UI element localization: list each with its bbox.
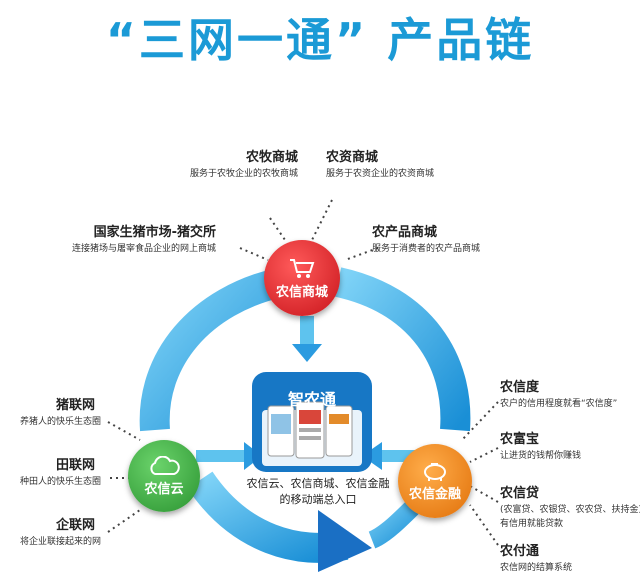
- center-title: 智农通: [287, 390, 336, 409]
- shop-item-title: 农产品商城: [372, 225, 438, 240]
- cloud-item-desc: 养猪人的快乐生态圈: [20, 417, 102, 427]
- finance-item: 农信度 农户的信用程度就看“农信度”: [500, 380, 617, 410]
- center-caption-line1: 农信云、农信商城、农信金融: [246, 477, 390, 490]
- cloud-item-title: 猪联网: [56, 398, 96, 413]
- shop-item-desc: 服务于消费者的农产品商城: [372, 244, 481, 254]
- shop-item-title: 农牧商城: [246, 150, 299, 165]
- cycle-arrow-left: [139, 267, 286, 432]
- shop-item-desc: 连接猪场与屠宰食品企业的网上商城: [72, 244, 217, 254]
- shop-item: 农产品商城 服务于消费者的农产品商城: [372, 225, 480, 255]
- finance-hub-label: 农信金融: [408, 486, 461, 502]
- cloud-item: 企联网 将企业联接起来的网: [20, 518, 101, 548]
- arrow-shop-to-center: [292, 316, 322, 362]
- center-caption-line2: 的移动端总入口: [279, 493, 357, 506]
- finance-item: 农信贷 (农富贷、农银贷、农农贷、扶持金) 有信用就能贷款: [500, 486, 640, 530]
- cloud-item: 田联网 种田人的快乐生态圈: [20, 458, 101, 488]
- finance-item-desc: (农富贷、农银贷、农农贷、扶持金): [500, 505, 640, 515]
- finance-item: 农富宝 让进货的钱帮你赚钱: [500, 432, 581, 462]
- cloud-item-title: 企联网: [56, 518, 96, 533]
- shop-item-title: 农资商城: [326, 150, 379, 165]
- shop-item-desc: 服务于农牧企业的农牧商城: [190, 169, 299, 179]
- shop-item: 农资商城 服务于农资企业的农资商城: [326, 150, 434, 180]
- cloud-icon: [150, 455, 180, 475]
- cloud-item-title: 田联网: [56, 458, 96, 473]
- cloud-hub: 农信云: [128, 440, 200, 512]
- piggy-bank-icon: [424, 462, 446, 481]
- shop-item: 国家生猪市场-猪交所 连接猪场与屠宰食品企业的网上商城: [72, 225, 216, 255]
- cloud-item: 猪联网 养猪人的快乐生态圈: [20, 398, 101, 428]
- cycle-arrow-right: [334, 267, 471, 432]
- shop-item-desc: 服务于农资企业的农资商城: [326, 169, 435, 179]
- shop-item-title: 国家生猪市场-猪交所: [93, 225, 217, 240]
- cloud-hub-label: 农信云: [144, 481, 184, 497]
- shop-hub-label: 农信商城: [275, 284, 328, 300]
- finance-item-title: 农付通: [500, 544, 540, 559]
- shop-item: 农牧商城 服务于农牧企业的农牧商城: [190, 150, 298, 180]
- finance-item-desc: 农户的信用程度就看“农信度”: [500, 399, 618, 409]
- page-title: “三网一通” 产品链: [105, 13, 535, 67]
- finance-item-desc: 农信网的结算系统: [500, 563, 573, 573]
- finance-item-title: 农信度: [500, 380, 540, 395]
- finance-hub: 农信金融: [398, 444, 472, 518]
- center-caption: 农信云、农信商城、农信金融 的移动端总入口: [208, 476, 428, 508]
- shop-hub: 农信商城: [264, 240, 340, 316]
- cloud-item-desc: 将企业联接起来的网: [20, 537, 102, 547]
- finance-item-desc2: 有信用就能贷款: [500, 519, 564, 529]
- phone-mockup: [267, 401, 353, 459]
- connector-lines: [107, 199, 499, 546]
- finance-item-desc: 让进货的钱帮你赚钱: [500, 451, 582, 461]
- finance-item-title: 农富宝: [500, 432, 540, 447]
- finance-item: 农付通 农信网的结算系统: [500, 544, 572, 574]
- cloud-item-desc: 种田人的快乐生态圈: [20, 477, 102, 487]
- shopping-cart-icon: [290, 258, 315, 278]
- finance-item-title: 农信贷: [500, 486, 540, 501]
